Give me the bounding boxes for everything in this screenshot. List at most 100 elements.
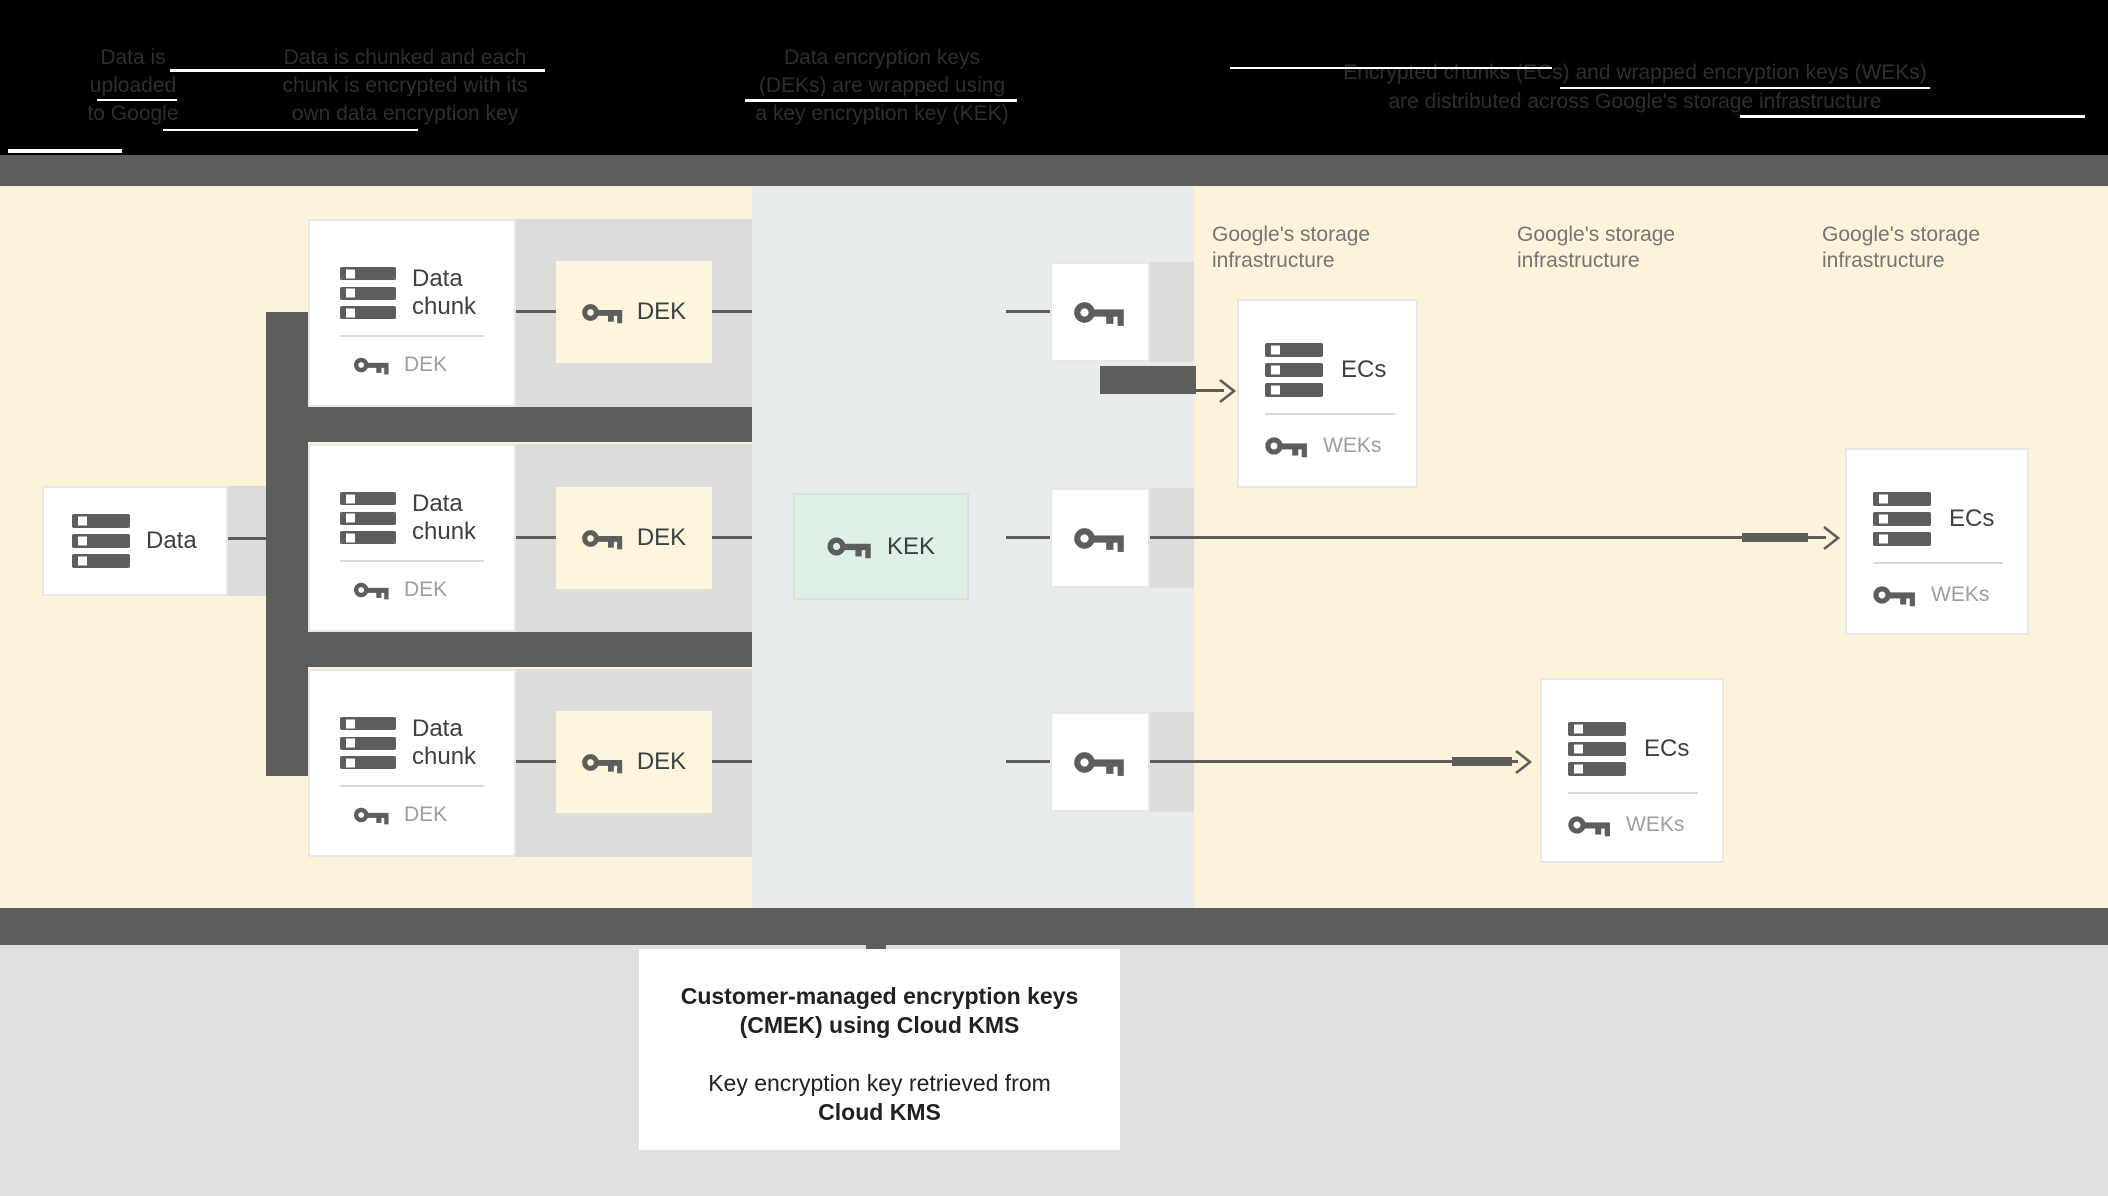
key-icon <box>1873 582 1917 608</box>
key-icon <box>354 579 390 601</box>
key-icon <box>827 533 873 560</box>
dek-box-label: DEK <box>636 298 687 325</box>
database-icon <box>1873 492 1931 546</box>
top-divider-bar <box>0 155 2108 186</box>
caption-box: Customer-managed encryption keys (CMEK) … <box>639 949 1120 1150</box>
chunk-key-label: DEK <box>404 353 448 376</box>
glitch-line <box>8 149 122 153</box>
box-divider <box>1265 413 1395 415</box>
split-trunk <box>266 312 308 776</box>
chunk-title-line: Data <box>412 715 463 742</box>
connector-line <box>1006 760 1050 763</box>
database-icon <box>340 267 396 319</box>
kek-box-label: KEK <box>886 532 936 560</box>
ecs-box: ECs WEKs <box>1540 678 1724 863</box>
caption-line: Encrypted chunks (ECs) and wrapped encry… <box>1343 61 1927 84</box>
dek-box-label: DEK <box>636 524 687 551</box>
data-box: Data <box>42 486 228 596</box>
box-divider <box>1873 562 2003 564</box>
wrap-key-box <box>1050 488 1150 588</box>
caption-line: chunk is encrypted with its <box>282 74 528 97</box>
key-icon <box>1074 523 1126 554</box>
ecs-key-label: WEKs <box>1323 434 1382 457</box>
arrow-line <box>1150 760 1518 763</box>
ecs-box: ECs WEKs <box>1237 299 1418 488</box>
box-divider <box>340 335 484 337</box>
caption-line: Data is <box>100 46 166 69</box>
top-caption-wrapping: Data encryption keys (DEKs) are wrapped … <box>732 44 1032 128</box>
key-icon <box>1074 747 1126 778</box>
split-band <box>308 632 752 667</box>
key-band <box>1150 262 1194 362</box>
storage-label-line: Google's storage <box>1517 223 1676 246</box>
dek-box-label: DEK <box>636 748 687 775</box>
arrow-thick-band <box>1100 366 1196 394</box>
storage-label-line: infrastructure <box>1517 249 1640 272</box>
caption-line: (DEKs) are wrapped using <box>758 74 1006 97</box>
chunk-title-line: Data <box>412 265 463 292</box>
storage-label: Google's storage infrastructure <box>1517 222 1747 274</box>
data-chunk-box: Data chunk DEK <box>308 669 516 857</box>
storage-label: Google's storage infrastructure <box>1822 222 2052 274</box>
storage-label-line: infrastructure <box>1212 249 1335 272</box>
data-chunk-box: Data chunk DEK <box>308 219 516 407</box>
storage-label-line: Google's storage <box>1212 223 1371 246</box>
caption-line: uploaded <box>89 74 177 97</box>
data-gap-band <box>228 486 268 596</box>
chunk-title: Data chunk <box>412 715 476 771</box>
arrowhead-icon <box>1514 749 1532 775</box>
database-icon <box>72 514 130 568</box>
ecs-key-label: WEKs <box>1931 583 1990 606</box>
connector-line <box>1006 310 1050 313</box>
connector-line <box>516 760 558 763</box>
glitch-line <box>97 99 177 101</box>
key-icon <box>582 526 624 551</box>
wrap-key-box <box>1050 712 1150 812</box>
ecs-box: ECs WEKs <box>1845 448 2029 635</box>
ecs-title: ECs <box>1341 356 1387 383</box>
connector-line <box>712 536 752 539</box>
dek-box: DEK <box>556 711 712 813</box>
chunk-key-label: DEK <box>404 578 448 601</box>
glitch-line <box>170 69 545 72</box>
top-caption-distribution: Encrypted chunks (ECs) and wrapped encry… <box>1305 58 1965 116</box>
caption-line-2: (CMEK) using Cloud KMS <box>739 1012 1020 1038</box>
chunk-title-line: chunk <box>412 743 477 770</box>
box-divider <box>1568 792 1698 794</box>
chunk-key-label: DEK <box>404 803 448 826</box>
caption-line: to Google <box>87 102 179 125</box>
dek-box: DEK <box>556 261 712 363</box>
caption-line-3: Key encryption key retrieved from <box>708 1070 1051 1096</box>
caption-line: Data is chunked and each <box>283 46 527 69</box>
connector-line <box>712 310 752 313</box>
glitch-line <box>1560 87 1930 89</box>
arrowhead-icon <box>1822 525 1840 551</box>
chunk-title: Data chunk <box>412 490 476 546</box>
chunk-title-line: chunk <box>412 293 477 320</box>
top-caption-upload: Data is uploaded to Google <box>46 44 220 128</box>
key-icon <box>582 300 624 325</box>
arrow-thick-segment <box>1742 533 1808 542</box>
footer-divider-bar <box>0 908 2108 945</box>
caption-line: Data encryption keys <box>783 46 981 69</box>
connector-line <box>712 760 752 763</box>
caption-gap <box>639 1040 1120 1069</box>
chunk-title: Data chunk <box>412 265 476 321</box>
key-icon <box>1568 812 1612 838</box>
key-icon <box>354 804 390 826</box>
split-band <box>308 407 752 442</box>
ecs-title: ECs <box>1644 735 1690 762</box>
storage-label: Google's storage infrastructure <box>1212 222 1442 274</box>
arrow-line <box>1150 536 1826 539</box>
wrap-key-box <box>1050 262 1150 362</box>
caption-line: own data encryption key <box>291 102 519 125</box>
arrowhead-icon <box>1218 378 1236 404</box>
data-chunk-box: Data chunk DEK <box>308 444 516 632</box>
box-divider <box>340 785 484 787</box>
glitch-line <box>1740 115 2085 118</box>
key-icon <box>1265 433 1309 459</box>
chunk-title-line: chunk <box>412 518 477 545</box>
connector-line <box>1006 536 1050 539</box>
database-icon <box>1265 343 1323 397</box>
